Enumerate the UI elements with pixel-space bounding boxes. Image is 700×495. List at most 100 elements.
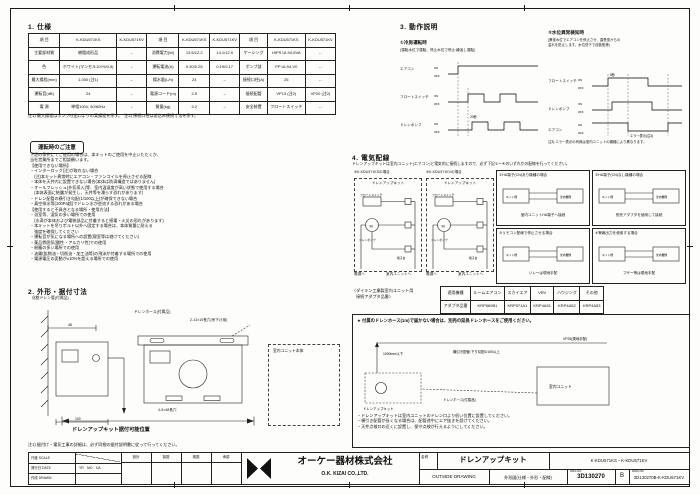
product-name: ドレンアップキット (459, 455, 527, 464)
table-cell: 13.5/12.2 (178, 46, 210, 61)
table-cell: KRP4A51 (529, 299, 555, 314)
adapter-table-title-1: 〈ダイキン工業製室内ユニット用 (352, 288, 414, 293)
svg-text:ドレンポンプ: ドレンポンプ (431, 238, 448, 242)
dim-48: 48 (68, 323, 72, 327)
indoor-unit-label: 室内ユニット本体 (273, 349, 304, 353)
table-cell: ← (116, 100, 148, 115)
text-line: ・本体を天井内に設置できない場合(本体は防滴構造ではありません) (30, 179, 156, 185)
kit-box-label: ドレンアップキット (443, 181, 477, 185)
wiring-diagram-kv: ドレンアップキット フロートスイッチ M ドレンポンプ 端子台 (426, 178, 494, 272)
table-cell: ← (304, 100, 337, 115)
option-mini-diagram: キット側室内機側 (502, 188, 584, 204)
table-cell: 項 目 (239, 33, 268, 48)
border-tick (174, 482, 175, 488)
option-number: ③ (499, 231, 503, 235)
table-cell: VRV (529, 286, 555, 301)
spec-note: 注1) 最大揚程はポンプ吐出口よりの実揚程を示す。 注2) 接続口径は差込み接続… (28, 113, 199, 118)
signal-label: フロートスイッチ (548, 79, 577, 83)
kit-wiring-svg: フロートスイッチ M ドレンポンプ 端子台 (431, 193, 488, 269)
table-cell: VP13 (注2) (266, 87, 306, 102)
svg-text:室内ユニット: 室内ユニット (549, 384, 572, 389)
chart-footnote: 注3) エラー表示の有無は室内ユニットの機種により異なります。 (548, 140, 647, 144)
dwg-number-label: DWG.NO (632, 469, 644, 473)
svg-text:OFF: OFF (578, 110, 584, 114)
text-line: 【使用できない場所】 (30, 162, 71, 168)
option-mini-diagram: キット側 室内機側 (598, 188, 680, 204)
option-sub: リレーは現地手配 (528, 271, 558, 275)
date-label: 発行日 DATE (31, 465, 51, 470)
section-heading-dimensions: 2. 外形・据付寸法 (28, 289, 88, 296)
title-block: 尺度 SCALE 発行日 DATE YR MO DA 作成 DRAWN 設計 製… (28, 452, 690, 485)
svg-text:横引き配管:下り勾配1/100以上: 横引き配管:下り勾配1/100以上 (453, 349, 500, 354)
text-line: 下記の条件にてご使用の場合は、本キットのご使用を中止いただくか、 (30, 152, 161, 157)
svg-text:VP25(現地手配): VP25(現地手配) (563, 336, 587, 341)
wiring-option-box-2: ②HA端子(CN)なし機種の場合 キット側室内機側 別売アダプタを使用して接続 (592, 170, 686, 226)
name-label: 名称 (421, 455, 429, 459)
table-cell: ← (208, 73, 241, 88)
drawing-type-en: OUTSIDE DRAWING (432, 474, 476, 479)
org-number-label: ORG.NO (570, 469, 582, 473)
precautions-title-box: 運転時のご注意 (30, 140, 84, 154)
table-cell: K-KDU571KV (208, 33, 241, 48)
svg-text:室内機側: 室内機側 (560, 195, 571, 199)
sheet-border (10, 8, 690, 487)
border-tick (687, 246, 693, 247)
timing-chart-cooling: ①冷房運転時 (運転水位で運転、停止水位で停止:繰返し運転) エアコン フロート… (400, 40, 546, 146)
extension-note-title: ★ 付属のドレンホース(1m)で届かない場合は、別売の延長ドレンホースをご使用く… (357, 318, 534, 323)
text-line: ・浴室等、湿気の多い場所での使用 (30, 212, 96, 218)
border-tick (524, 482, 525, 488)
precautions-title: 運転時のご注意 (30, 136, 84, 154)
kit-lead-power: 電源へ (354, 272, 365, 276)
table-cell: 電源コード(m) (146, 87, 180, 102)
option-number: ① (499, 173, 503, 177)
text-line: ・電源電圧の変動が±10%を超える場所での使用 (30, 256, 119, 262)
kit-lead-unit: 室内ユニットへ (458, 272, 484, 276)
option-sub: 別売アダプタを使用して接続 (615, 213, 663, 217)
svg-text:室内機側: 室内機側 (560, 253, 571, 257)
svg-text:キット側: キット側 (602, 195, 613, 199)
wiring-intro: ドレンアップキットは室内ユニット(エアコン)と電気的に接続しますので、必ず下記①… (352, 162, 570, 166)
table-row: 電 源単相100V, 50/60Hz←質量(kg)3.2←安全装置フロートスイッ… (27, 100, 337, 115)
wiring-option-box-4: ④警報出力を使用する場合 キット側室内機側 ブザー等は現地手配 (592, 228, 686, 284)
stamp-header-approve: 承認 (222, 455, 230, 459)
extension-piping-diagram: ドレンアップキット 1000mm以下 横引き配管:下り勾配1/100以上 VP2… (363, 336, 610, 411)
table-cell: 接続配管 (239, 87, 268, 102)
table-row: 最大揚程(mm)1,000 (注1)←揚水量(L/h)24←接続口径(A)25← (27, 73, 337, 88)
installation-range-arrow (61, 416, 255, 426)
table-cell: ← (304, 60, 337, 75)
table-cell: 揚水量(L/h) (146, 73, 180, 88)
svg-text:M: M (370, 225, 373, 229)
table-cell: ルームエアコン (470, 286, 505, 301)
scale-label: 尺度 SCALE (31, 455, 50, 460)
applicable-models: K-KDU571KS・K-KDU571KV (590, 458, 648, 463)
svg-text:端子台: 端子台 (469, 256, 478, 260)
border-tick (524, 5, 525, 11)
table-cell: 14.1/12.9 (208, 46, 241, 61)
option-number: ④ (595, 231, 599, 235)
table-cell: 樹脂成形品 (59, 46, 118, 61)
time-annotation: 5秒 (610, 72, 616, 77)
text-line: ・ドレン配管の横引き勾配(1/100以上)が確保できない場合 (30, 195, 138, 201)
stamp-header-check: 検図 (192, 455, 200, 459)
table-cell: フロートスイッチ (266, 100, 306, 115)
dimension-caption-left: 化粧ドレン管(付属品) (32, 296, 69, 300)
table-cell: ← (304, 46, 337, 61)
adapter-table-title-2: 接続アダプタ品番〉 (352, 294, 393, 299)
table-cell: ポンプ部 (239, 60, 268, 75)
slot-label-bottom: 4-5×48長穴 (158, 408, 177, 412)
text-line: (水滴が本体および電装部品に付着すると感電・火災の恐れがあります) (30, 217, 164, 223)
dimension-drawing-left: 48 100 (40, 310, 126, 425)
chart-note: (運転水位で運転、停止水位で停止:繰返し運転) (400, 48, 476, 52)
table-cell: PP UL94-V0 (266, 60, 306, 75)
table-cell: 色 (27, 60, 61, 75)
table-cell: K-KDU571KS (266, 33, 306, 48)
svg-text:室内機側: 室内機側 (656, 195, 667, 199)
svg-text:フロートスイッチ: フロートスイッチ (360, 193, 383, 197)
chart-title: ②水位異常検知時 (548, 30, 585, 35)
table-cell: ← (208, 87, 241, 102)
extension-hose-note-box: ★ 付属のドレンホース(1m)で届かない場合は、別売の延長ドレンホースをご使用く… (352, 314, 690, 448)
